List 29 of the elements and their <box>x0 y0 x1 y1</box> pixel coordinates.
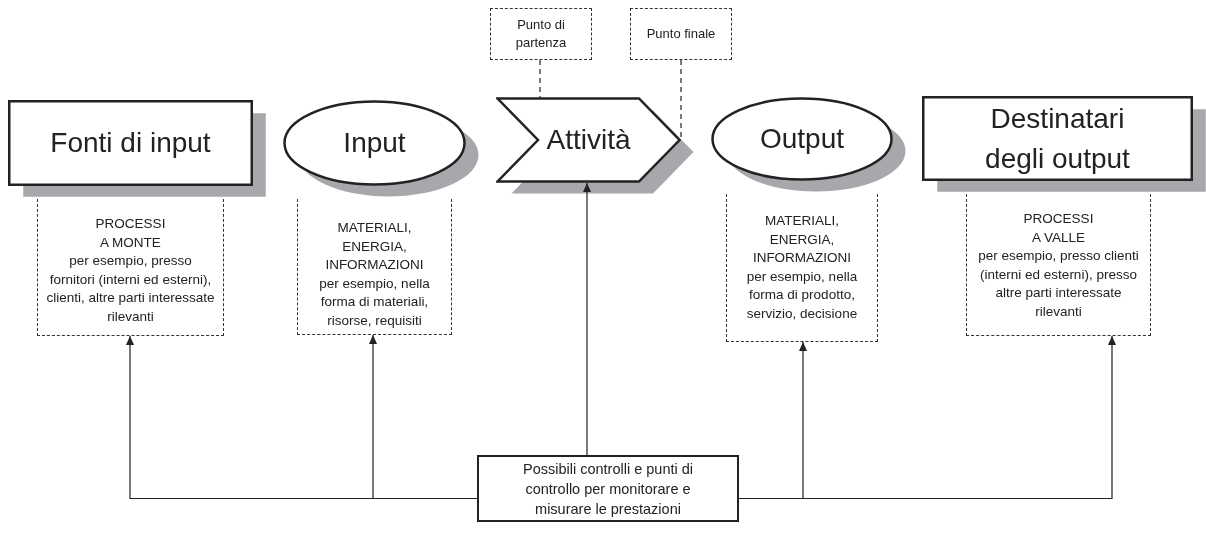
node-title: Output <box>759 122 845 156</box>
process-box <box>922 96 1193 181</box>
arrow <box>369 334 478 500</box>
dashed-text-frame <box>297 199 452 335</box>
node-title: Attività <box>546 123 631 157</box>
description-text: Possibili controlli e punti di controllo per monitorare e misurare le prestazioni <box>521 459 695 519</box>
category-heading: PROCESSI A MONTE <box>94 215 167 252</box>
dashed-text-frame <box>966 194 1151 336</box>
ellipse-shape <box>283 100 466 186</box>
category-heading: PROCESSI A VALLE <box>1022 210 1095 247</box>
process-box <box>8 100 253 186</box>
callout-text: Punto di partenza <box>514 16 568 52</box>
node-title: Destinatari degli output <box>984 101 1131 176</box>
ellipse-shape <box>711 97 893 181</box>
description-text: per esempio, presso fornitori (interni ed esterni), clienti, altre parti interessate rilevanti <box>45 252 216 326</box>
control-box <box>477 455 739 522</box>
description-text: per esempio, nella forma di prodotto, servizio, decisione <box>745 267 859 323</box>
description-text: per esempio, nella forma di materiali, risorse, requisiti <box>318 274 431 330</box>
leader-line <box>680 59 682 139</box>
dashed-text-frame <box>37 199 224 336</box>
node-title: Fonti di input <box>50 126 211 160</box>
callout-box <box>630 8 732 60</box>
description-text: per esempio, presso clienti (interni ed esterni), presso altre parti interessate rilevanti <box>977 247 1140 321</box>
callout-box <box>490 8 592 60</box>
node-title: Input <box>343 126 406 160</box>
arrow <box>583 182 591 456</box>
callout-text: Punto finale <box>646 25 716 43</box>
dashed-text-frame <box>726 194 878 342</box>
process-step-shape <box>496 97 681 183</box>
